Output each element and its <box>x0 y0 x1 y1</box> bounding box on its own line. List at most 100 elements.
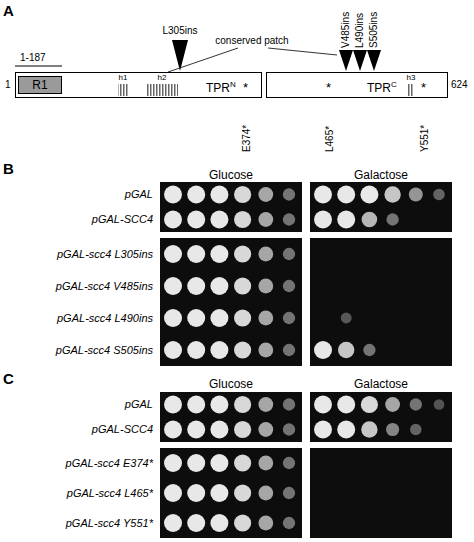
domain-superscript: N <box>230 80 236 89</box>
region-label: conserved patch <box>215 35 288 47</box>
yeast-spot <box>210 245 228 263</box>
domain-name: TPR <box>206 81 230 95</box>
insertion-triangle <box>367 50 381 71</box>
yeast-spot <box>363 344 375 356</box>
yeast-spot <box>258 486 273 501</box>
plate-ground <box>160 448 302 538</box>
yeast-spot <box>164 211 182 229</box>
plate-image <box>160 182 302 232</box>
yeast-spot <box>283 213 295 225</box>
insertion-triangle <box>339 50 353 71</box>
insertion-label: V485ins <box>340 12 352 48</box>
plate-ground <box>310 182 452 232</box>
yeast-spot <box>338 342 354 358</box>
yeast-spot <box>258 397 273 412</box>
yeast-spot <box>258 212 273 227</box>
insertion-label: L305ins <box>162 25 197 37</box>
medium-header: Galactose <box>354 168 408 182</box>
yeast-spot <box>234 277 251 294</box>
range-label: 1-187 <box>20 52 46 64</box>
yeast-spot <box>210 396 228 414</box>
yeast-spot <box>434 399 445 410</box>
yeast-spot <box>164 484 182 502</box>
plate-ground <box>160 182 302 232</box>
yeast-spot <box>187 514 205 532</box>
yeast-spot <box>164 186 182 204</box>
stop-mark: * <box>326 80 331 95</box>
yeast-spot <box>210 277 228 295</box>
helix-label: h3 <box>407 73 416 83</box>
yeast-spot <box>360 186 378 204</box>
strain-label: pGAL-scc4 V485ins <box>56 280 153 293</box>
yeast-spot <box>210 211 228 229</box>
yeast-spot <box>210 186 228 204</box>
plate-image <box>160 238 302 366</box>
yeast-spot <box>187 211 205 229</box>
yeast-spot <box>164 309 182 327</box>
yeast-spot <box>337 396 355 414</box>
insertion-label: L490ins <box>354 13 366 48</box>
yeast-spot <box>164 277 182 295</box>
yeast-spot <box>164 514 182 532</box>
plate-ground <box>310 238 452 366</box>
helix-hatch <box>146 84 178 96</box>
node-text: TPRC <box>367 78 397 95</box>
yeast-spot <box>210 309 228 327</box>
yeast-spot <box>234 454 251 471</box>
yeast-spot <box>258 311 273 326</box>
insertion-triangle <box>353 50 367 71</box>
plate-image <box>160 392 302 442</box>
yeast-spot <box>409 188 423 202</box>
yeast-spot <box>386 423 399 436</box>
plate-image <box>310 182 452 232</box>
yeast-spot <box>314 211 332 229</box>
yeast-spot <box>164 341 182 359</box>
panel-letter: A <box>3 2 14 19</box>
strain-label: pGAL-scc4 S505ins <box>56 344 153 357</box>
domain-superscript: C <box>391 80 397 89</box>
medium-header: Glucose <box>209 377 253 391</box>
insertion-label: S505ins <box>368 12 380 48</box>
plate-image <box>160 448 302 538</box>
yeast-spot <box>385 397 400 412</box>
yeast-spot <box>234 484 251 501</box>
yeast-spot <box>187 309 205 327</box>
plate-image <box>310 448 452 538</box>
yeast-spot <box>433 189 445 201</box>
yeast-spot <box>283 423 295 435</box>
strain-label: pGAL-scc4 E374* <box>66 457 153 470</box>
helix-hatch <box>118 84 128 96</box>
yeast-spot <box>283 344 295 356</box>
stop-mark: * <box>243 80 248 95</box>
yeast-spot <box>187 341 205 359</box>
plate-image <box>310 392 452 442</box>
yeast-spot <box>258 247 273 262</box>
yeast-spot <box>187 245 205 263</box>
stop-label: Y551* <box>419 125 431 152</box>
helix-label: h1 <box>119 73 128 83</box>
yeast-spot <box>234 514 251 531</box>
yeast-spot <box>187 484 205 502</box>
yeast-spot <box>314 341 332 359</box>
yeast-spot <box>283 457 295 469</box>
plate-image <box>310 238 452 366</box>
range-line <box>15 65 62 66</box>
yeast-spot <box>283 188 295 200</box>
domain-name: TPR <box>367 81 391 95</box>
yeast-spot <box>164 454 182 472</box>
strain-label: pGAL-scc4 L465* <box>67 487 153 500</box>
yeast-spot <box>187 396 205 414</box>
plate-ground <box>310 392 452 442</box>
yeast-spot <box>386 213 398 225</box>
yeast-spot <box>283 248 295 260</box>
yeast-spot <box>258 187 273 202</box>
yeast-spot <box>210 514 228 532</box>
yeast-spot <box>234 421 251 438</box>
yeast-spot <box>410 424 422 436</box>
stop-label: E374* <box>241 125 253 152</box>
yeast-spot <box>234 211 251 228</box>
strain-label: pGAL-scc4 Y551* <box>66 517 153 530</box>
strain-label: pGAL-scc4 L490ins <box>57 312 153 325</box>
strain-label: pGAL-SCC4 <box>92 423 153 436</box>
strain-label: pGAL <box>125 398 153 411</box>
